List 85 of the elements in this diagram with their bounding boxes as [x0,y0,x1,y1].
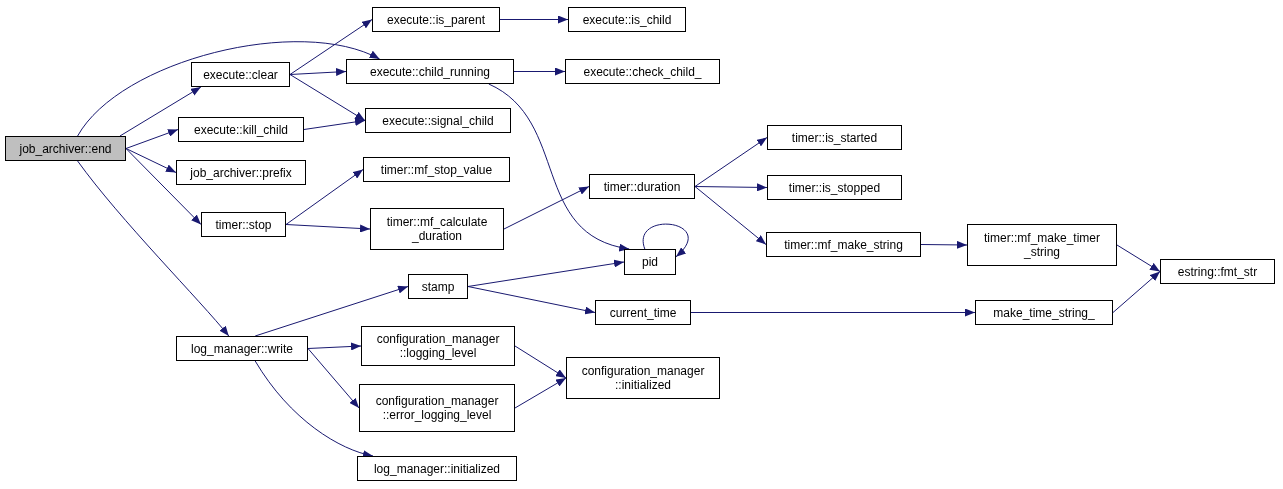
call-arrow [499,15,569,24]
function-name: execute::is_child [582,12,672,27]
call-arrow [694,186,767,245]
call-arrow [503,186,590,230]
function-name: job_archiver::end [19,141,112,156]
function-name: timer::is_started [791,130,878,145]
function-node [408,274,468,299]
function-name: timer::stop [215,217,272,232]
call-arrow [514,377,567,409]
function-node [363,157,510,182]
function-name: execute::child_running [369,64,491,79]
function-node [191,62,290,87]
function-name: timer::mf_make_string [784,237,903,252]
function-node [568,7,686,32]
function-node [589,174,695,199]
function-name: execute::is_parent [386,12,486,27]
function-name: timer::is_stopped [788,180,881,195]
function-node [361,326,515,366]
function-name: configuration_manager ::error_logging_level [374,394,500,422]
call-arrow [254,360,374,458]
call-arrow [125,129,179,149]
function-name: configuration_manager ::initialized [580,364,706,392]
call-arrow [467,286,596,315]
function-name: timer::duration [603,179,681,194]
call-arrow [77,41,381,137]
function-node [178,117,304,142]
function-name: execute::kill_child [193,122,289,137]
function-name: stamp [421,279,455,294]
call-arrow [488,83,630,251]
function-node [201,212,286,237]
function-node [566,357,720,399]
function-name: execute::signal_child [382,113,494,128]
function-node [565,59,720,84]
call-arrow [307,348,360,409]
function-name: make_time_string_ [993,305,1095,320]
call-arrow [1112,271,1161,313]
function-name: job_archiver::prefix [190,165,292,180]
call-arrow [694,137,768,187]
call-arrow [514,345,567,379]
function-node [176,160,306,185]
function-node [176,336,308,361]
function-node [624,249,676,275]
function-name: estring::fmt_str [1177,264,1258,279]
function-name: configuration_manager ::logging_level [375,332,501,360]
function-node [357,456,517,481]
call-arrow [1116,244,1161,272]
call-arrow [513,67,566,76]
function-name: execute::clear [203,67,278,82]
call-arrow [303,118,366,130]
call-arrow [289,19,373,75]
function-node [1160,259,1275,284]
function-node [766,232,921,257]
function-name: timer::mf_stop_value [380,162,493,177]
function-name: execute::check_child_ [583,64,702,79]
function-node [975,300,1113,325]
call-arrow [289,68,347,77]
call-arrow [285,224,371,233]
call-arrow [254,285,409,337]
function-node [372,7,500,32]
function-name: timer::mf_calculate _duration [385,215,489,243]
call-arrow [920,240,968,249]
function-node [767,125,902,150]
function-node [365,108,511,133]
call-arrow [694,183,768,192]
function-node [595,300,691,325]
function-name: log_manager::initialized [373,461,501,476]
call-arrow [307,342,362,351]
call-arrow [119,86,202,137]
function-node [370,208,504,250]
function-node [767,175,902,200]
function-node [967,224,1117,266]
function-node [346,59,514,84]
call-arrow [642,223,689,258]
call-arrow [125,148,177,173]
function-name: log_manager::write [190,341,294,356]
function-name: current_time [609,305,677,320]
call-arrow [289,74,366,121]
function-name: pid [642,255,658,269]
call-arrow [77,160,230,337]
function-node [5,136,126,161]
call-arrow [690,308,976,317]
call-arrow [285,169,364,225]
function-node [359,384,515,432]
call-arrow [125,148,202,225]
function-name: timer::mf_make_timer _string [983,231,1101,259]
